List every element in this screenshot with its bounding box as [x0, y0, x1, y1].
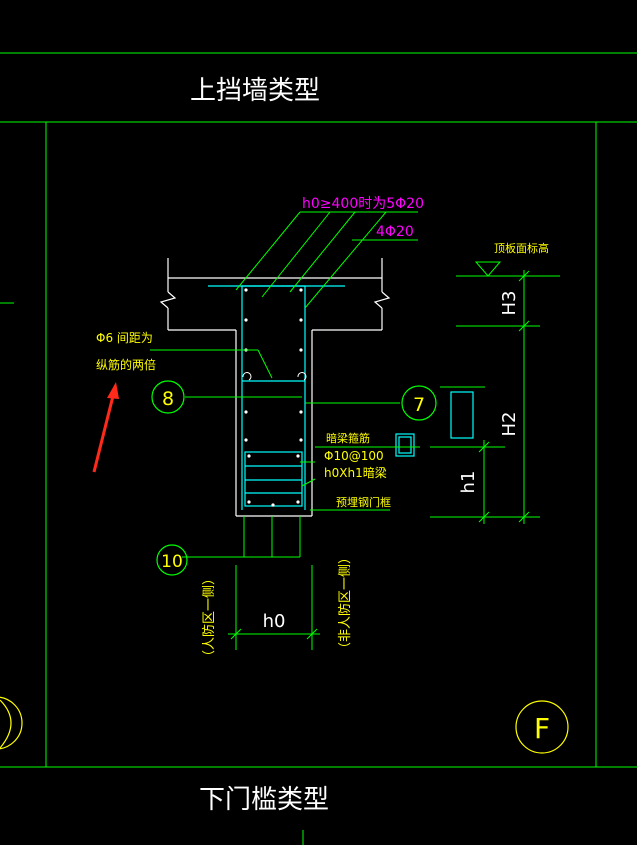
callout-10: 10 — [156, 544, 188, 576]
callout-7-label: 7 — [413, 394, 425, 416]
leader-lines — [150, 211, 485, 558]
partial-callout-left-arc — [0, 699, 12, 749]
rebar-dots — [244, 288, 303, 507]
callout-8-label: 8 — [162, 388, 174, 410]
stirrup-note-2: 纵筋的两倍 — [96, 357, 156, 372]
slab-elevation-label: 顶板面标高 — [494, 241, 549, 255]
embedded-frame-label: 预埋钢门框 — [336, 495, 391, 509]
hidden-beam-size: h0Xh1暗梁 — [324, 465, 387, 480]
slab-wall-outline — [159, 258, 391, 517]
rebar-note-main: h0≥400时为5Φ20 — [302, 196, 424, 212]
dim-h3: H3 — [499, 291, 520, 316]
dim-h1: h1 — [458, 471, 479, 494]
non-people-side-label: （非人防区一侧） — [337, 551, 353, 655]
stirrup-note-1: Φ6 间距为 — [96, 331, 153, 345]
title-bottom: 下门槛类型 — [199, 785, 329, 815]
dim-h0: h0 — [263, 611, 286, 632]
red-arrow-icon — [92, 382, 119, 473]
callout-F-label: F — [534, 712, 550, 745]
partial-callout-left — [0, 696, 23, 750]
drawing-frame — [0, 52, 637, 845]
dimension-lines — [228, 261, 560, 650]
title-top: 上挡墙类型 — [190, 76, 320, 106]
callout-7: 7 — [401, 385, 437, 421]
rebar-note-alt: 4Φ20 — [376, 224, 414, 240]
people-side-label: （人防区一侧） — [201, 572, 217, 663]
hook-marks — [242, 372, 307, 381]
stirrup-spec: Φ10@100 — [324, 449, 384, 463]
hidden-beam-stirrup: 暗梁箍筋 — [326, 431, 370, 445]
callout-10-label: 10 — [161, 552, 183, 572]
callout-F: F — [515, 700, 569, 754]
callout-8: 8 — [151, 380, 185, 414]
dim-h2: H2 — [499, 412, 520, 437]
